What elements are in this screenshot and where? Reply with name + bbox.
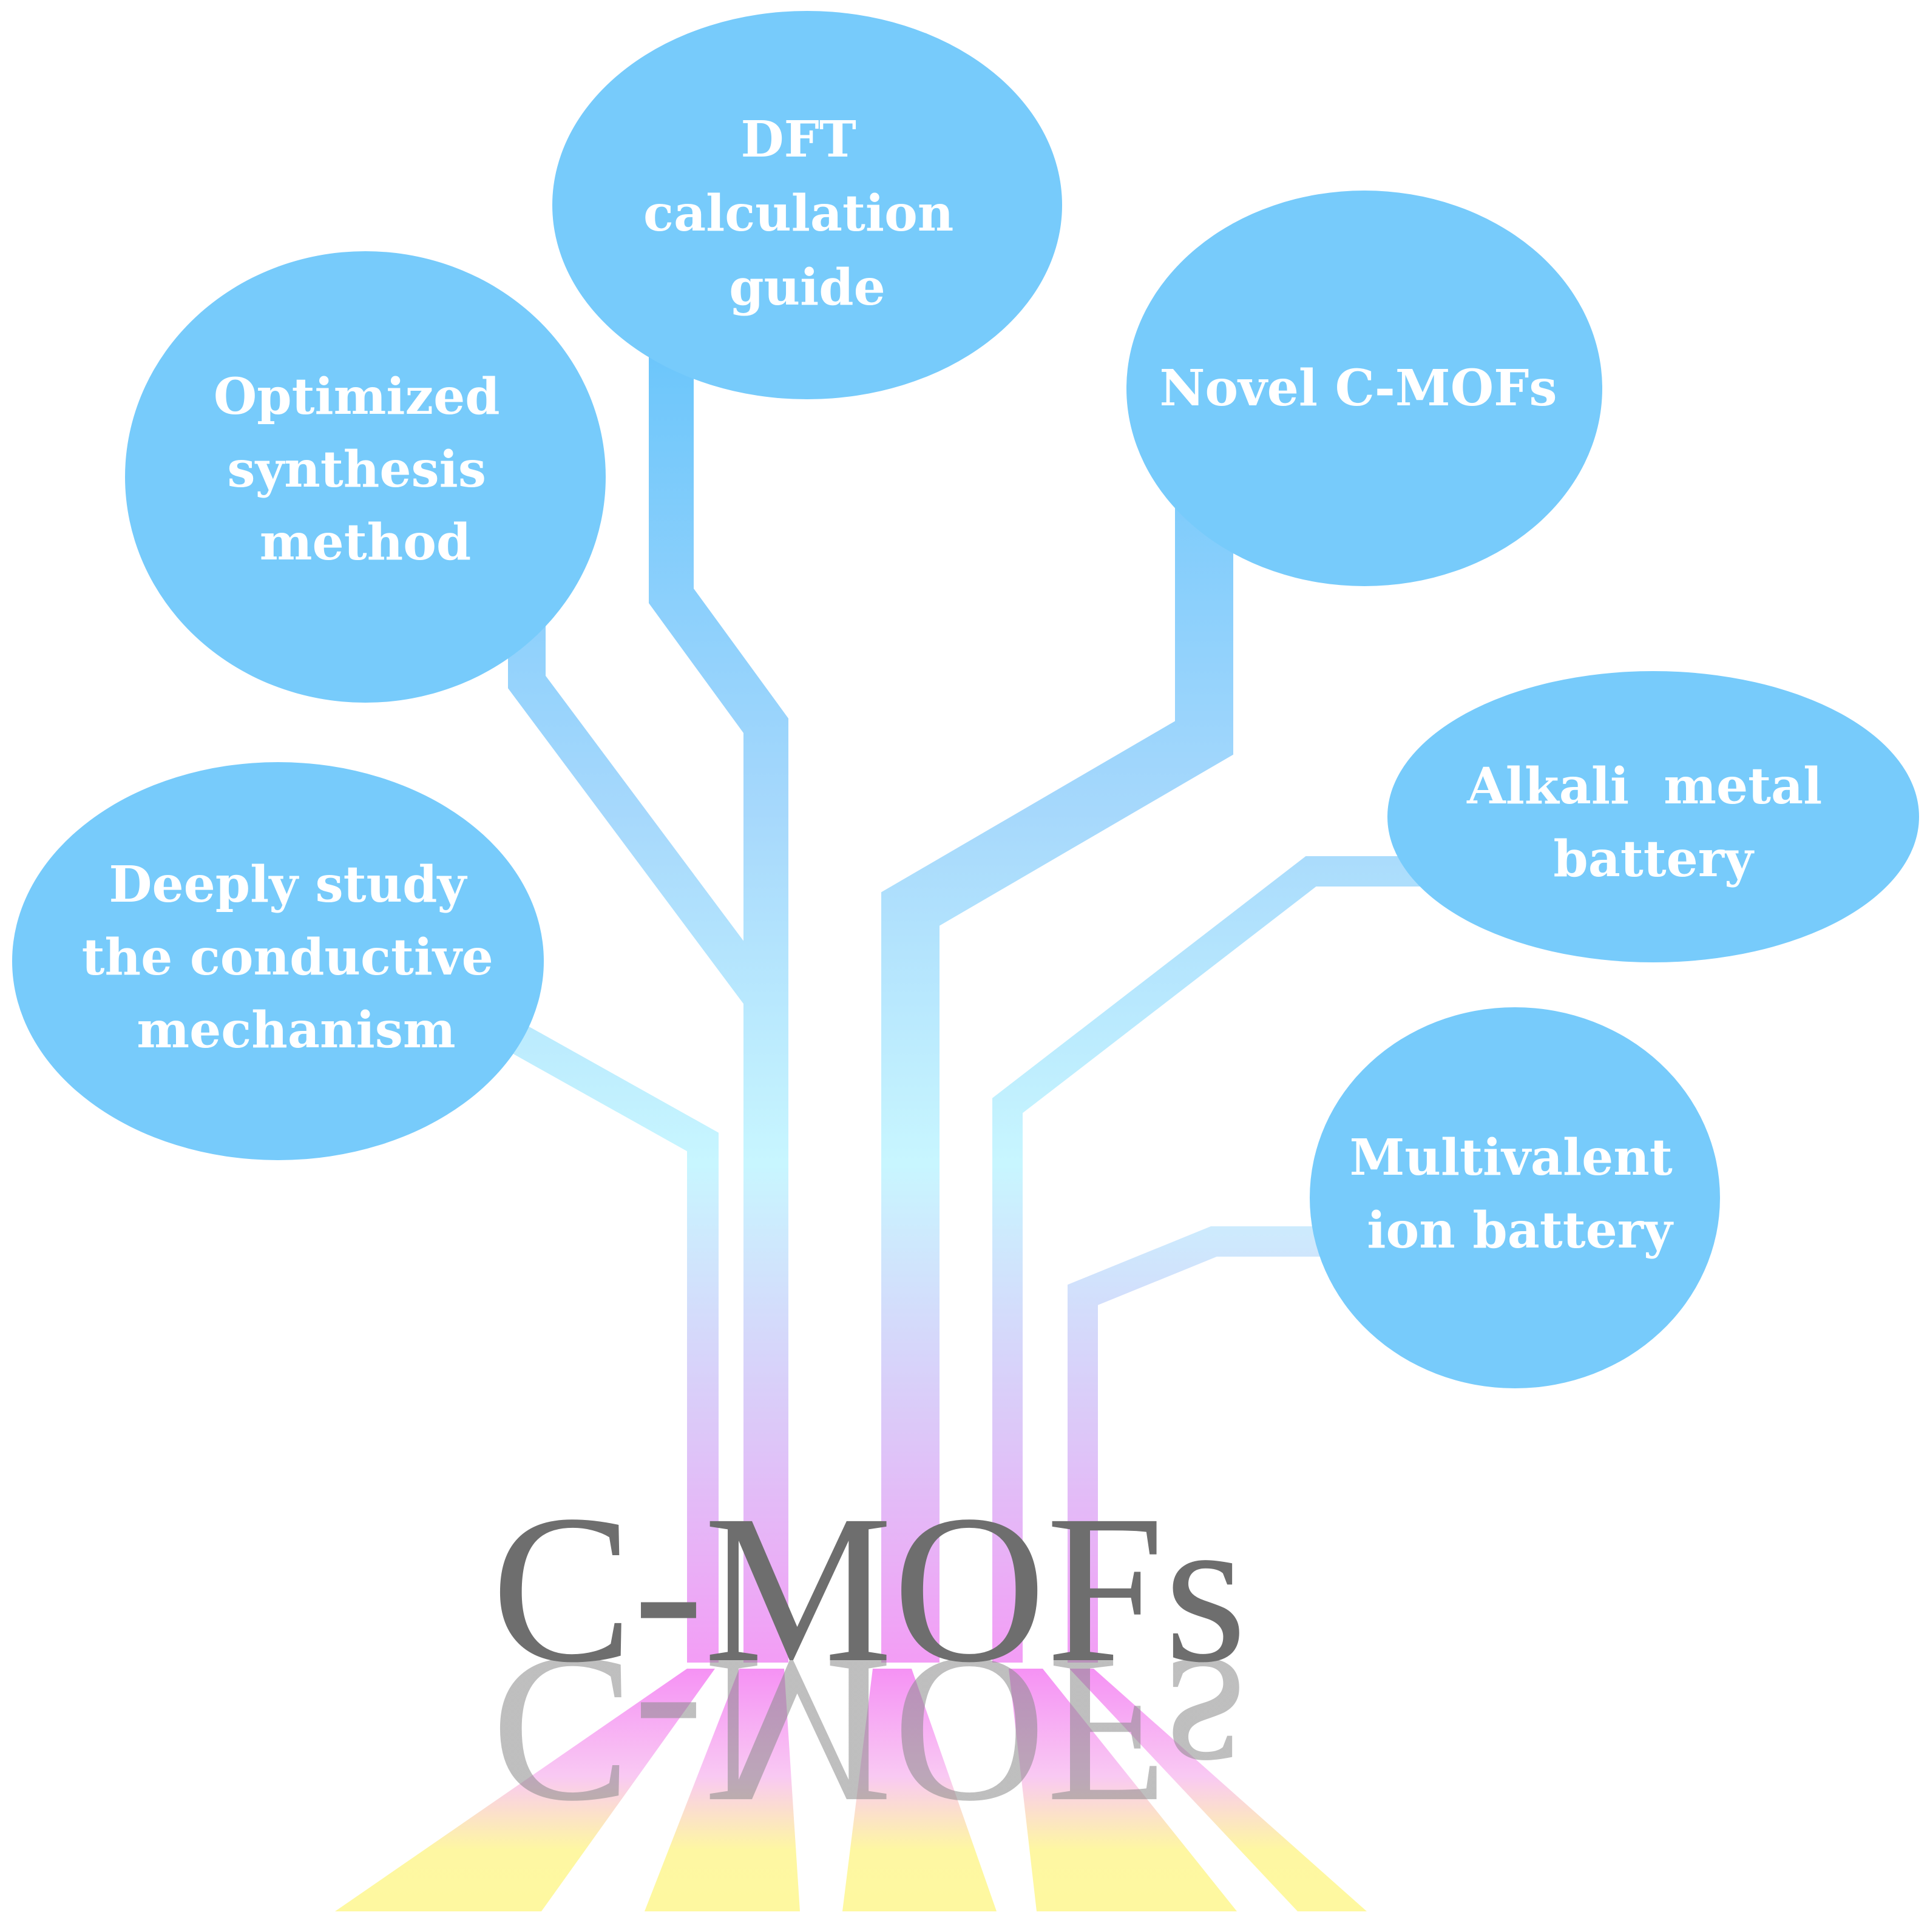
bubble-synthesis: [125, 251, 606, 703]
diagram-title: C-MOFs: [492, 1471, 1247, 1706]
branch-synthesis: [508, 625, 785, 1663]
root-1: [335, 1669, 715, 1911]
label-mechanism-line: the conductive: [82, 928, 493, 987]
label-synthesis-line: synthesis: [227, 441, 486, 499]
label-synthesis: Optimized synthesis method: [214, 368, 517, 572]
label-novel-line: Novel C-MOFs: [1159, 359, 1557, 417]
root-2: [645, 1669, 800, 1911]
roots: [335, 1669, 1367, 1911]
label-multivalent-line: ion battery: [1367, 1201, 1674, 1260]
label-multivalent: Multivalent ion battery: [1350, 1129, 1690, 1260]
bubble-alkali: [1387, 671, 1919, 962]
label-mechanism-line: mechanism: [137, 1001, 455, 1059]
root-3: [842, 1669, 997, 1911]
label-mechanism-line: Deeply study: [109, 856, 467, 914]
label-alkali-line: battery: [1553, 830, 1755, 888]
labels: DFT calculation guide Optimized synthesi…: [82, 110, 1840, 1260]
bubble-novel: [1126, 191, 1602, 586]
root-5: [1069, 1669, 1367, 1911]
label-alkali-line: Alkali metal: [1466, 757, 1822, 816]
branch-novel: [881, 504, 1233, 1663]
label-dft-line: calculation: [643, 184, 953, 243]
bubble-dft: [552, 11, 1062, 399]
title-reflection: C-MOFs: [492, 1614, 1247, 1849]
root-4: [1009, 1669, 1237, 1911]
branch-mechanism: [513, 1026, 719, 1663]
label-mechanism: Deeply study the conductive mechanism: [82, 856, 511, 1059]
bubble-multivalent: [1310, 1007, 1720, 1388]
bubbles: [12, 11, 1919, 1388]
label-alkali: Alkali metal battery: [1466, 757, 1840, 888]
label-dft-line: DFT: [741, 110, 856, 169]
branch-multivalent: [1068, 1226, 1341, 1663]
label-dft: DFT calculation guide: [643, 110, 971, 317]
bubble-mechanism: [12, 762, 544, 1160]
label-synthesis-line: Optimized: [214, 368, 500, 426]
label-synthesis-line: method: [260, 513, 471, 572]
title-group: C-MOFs C-MOFs: [492, 1471, 1247, 1849]
label-dft-line: guide: [729, 258, 885, 317]
label-novel: Novel C-MOFs: [1159, 359, 1557, 417]
label-multivalent-line: Multivalent: [1350, 1129, 1673, 1187]
